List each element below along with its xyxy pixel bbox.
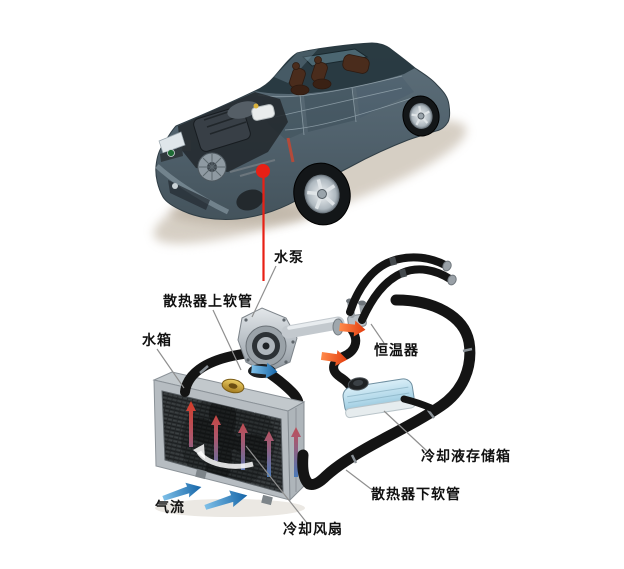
bumper-strip [155, 164, 230, 215]
hose-clamp [199, 365, 209, 374]
leader-thermostat [370, 323, 385, 344]
heater-hose-fittings [442, 260, 457, 286]
radiator-foot [195, 468, 207, 480]
water-pump [237, 307, 345, 378]
leader-lines [156, 265, 429, 524]
car-cutaway-illustration [153, 42, 467, 244]
label-water-tank: 水箱 [142, 333, 172, 349]
coolant-reservoir [342, 377, 416, 419]
leader-cooling-fan [245, 445, 308, 524]
hose-bands [389, 256, 407, 278]
brand-badge [167, 149, 175, 157]
suspension-strut [286, 137, 295, 163]
rear-wheel [402, 95, 440, 137]
leader-lower-hose [345, 469, 372, 490]
label-cooling-fan: 冷却风扇 [283, 522, 343, 538]
leader-upper-hose [212, 309, 242, 371]
label-water-pump: 水泵 [274, 250, 304, 266]
end-tank-temperature-arrow [291, 427, 301, 477]
radiator-lower-hose-pipe [297, 294, 476, 490]
intake-manifold [227, 101, 259, 119]
fog-light [172, 183, 178, 189]
label-coolant-reservoir: 冷却液存储箱 [421, 449, 511, 465]
label-thermostat: 恒温器 [374, 343, 419, 359]
reservoir-hose [400, 395, 435, 412]
hose-clamps [350, 347, 473, 464]
tank-cap [253, 103, 259, 109]
car-front-face [155, 131, 230, 215]
label-radiator-lower-hose: 散热器下软管 [371, 487, 461, 503]
car-seats [289, 54, 370, 96]
leader-water-tank [156, 348, 185, 389]
washer-tank [251, 104, 275, 121]
car-engine-bay [177, 92, 295, 182]
front-wheel [293, 162, 351, 226]
radiator-temperature-arrows [186, 401, 274, 477]
air-intake [168, 180, 210, 210]
marker-dot [256, 164, 270, 178]
airflow-arrow-2 [204, 490, 248, 510]
far-front-wheel [236, 189, 264, 211]
cool-coolant-arrow [251, 362, 278, 379]
label-radiator-upper-hose: 散热器上软管 [163, 294, 253, 310]
headlight [158, 131, 186, 154]
radiator [152, 371, 306, 506]
radiator-foot [261, 494, 273, 506]
hot-coolant-arrow-2 [320, 350, 348, 366]
pump-outlet-pipe [281, 316, 345, 339]
label-airflow: 气流 [155, 500, 185, 516]
leader-water-pump [251, 265, 277, 318]
airflow-arrow-1 [162, 482, 202, 501]
leader-reservoir [383, 410, 429, 453]
hot-coolant-arrow-1 [339, 320, 366, 337]
